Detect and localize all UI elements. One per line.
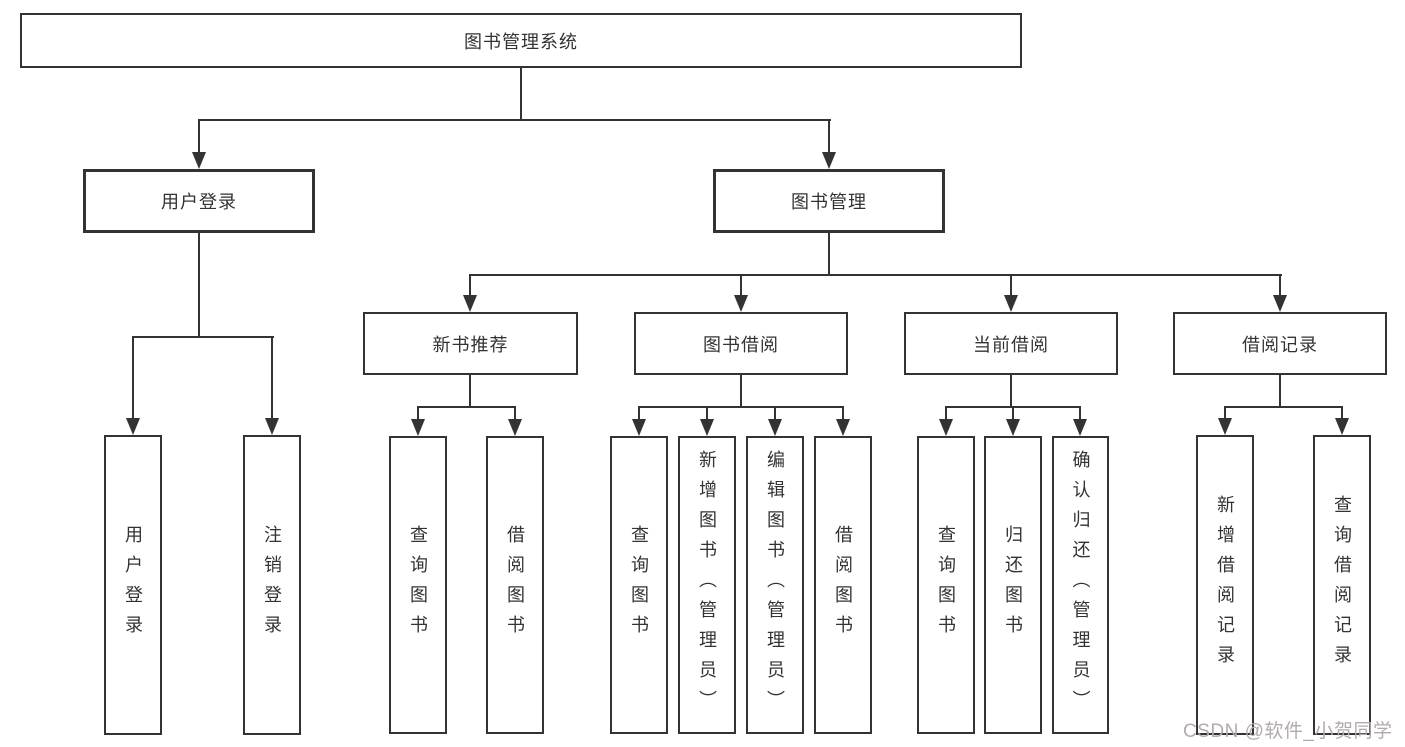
arrow-down-icon xyxy=(734,295,748,312)
arrow-down-icon xyxy=(822,152,836,169)
connector-drop xyxy=(945,408,947,421)
connector-recommend-horizontal xyxy=(417,406,516,408)
node-borrow-records: 借阅记录 xyxy=(1173,312,1387,375)
connector-level2-horizontal xyxy=(198,119,831,121)
node-book-borrow: 图书借阅 xyxy=(634,312,848,375)
leaf-user-login: 用户登录 xyxy=(104,435,162,735)
arrow-down-icon xyxy=(1004,295,1018,312)
arrow-down-icon xyxy=(1335,418,1349,435)
leaf-label: 借阅图书 xyxy=(505,525,525,645)
leaf-label: 查询图书 xyxy=(408,525,428,645)
connector-drop xyxy=(1341,408,1343,420)
arrow-down-icon xyxy=(1006,419,1020,436)
connector-drop-records xyxy=(1279,276,1281,297)
arrow-down-icon xyxy=(463,295,477,312)
connector-user-group-horizontal xyxy=(132,336,274,338)
node-book-management: 图书管理 xyxy=(713,169,945,233)
arrow-down-icon xyxy=(1218,418,1232,435)
node-label: 图书管理 xyxy=(791,192,867,212)
watermark: CSDN @软件_小贺同学 xyxy=(1183,721,1393,742)
leaf-recommend-borrow-books: 借阅图书 xyxy=(486,436,544,734)
connector-recommend-stem xyxy=(469,375,471,407)
node-user-login: 用户登录 xyxy=(83,169,315,233)
leaf-label: 查询图书 xyxy=(936,525,956,645)
connector-level3-horizontal xyxy=(469,274,1282,276)
connector-drop-leaf-login xyxy=(132,338,134,420)
connector-borrow-horizontal xyxy=(638,406,844,408)
connector-drop-recommend xyxy=(469,276,471,297)
leaf-records-query-record: 查询借阅记录 xyxy=(1313,435,1371,735)
leaf-label: 查询借阅记录 xyxy=(1332,495,1352,675)
arrow-down-icon xyxy=(768,419,782,436)
node-label: 图书借阅 xyxy=(703,334,779,355)
connector-drop-current xyxy=(1010,276,1012,297)
arrow-down-icon xyxy=(1073,419,1087,436)
node-label: 图书管理系统 xyxy=(464,31,578,52)
leaf-records-add-record: 新增借阅记录 xyxy=(1196,435,1254,735)
connector-current-stem xyxy=(1010,375,1012,407)
leaf-borrow-edit-books-admin: 编辑图书（管理员） xyxy=(746,436,804,734)
leaf-borrow-borrow-books: 借阅图书 xyxy=(814,436,872,734)
arrow-down-icon xyxy=(508,419,522,436)
leaf-label: 新增借阅记录 xyxy=(1215,495,1235,675)
arrow-down-icon xyxy=(836,419,850,436)
connector-drop xyxy=(842,408,844,421)
leaf-label: 归还图书 xyxy=(1003,525,1023,645)
connector-drop xyxy=(706,408,708,421)
leaf-recommend-query-books: 查询图书 xyxy=(389,436,447,734)
leaf-label: 确认归还（管理员） xyxy=(1070,450,1091,720)
connector-records-stem xyxy=(1279,375,1281,407)
arrow-down-icon xyxy=(700,419,714,436)
node-current-borrow: 当前借阅 xyxy=(904,312,1118,375)
connector-drop xyxy=(1079,408,1081,421)
connector-drop xyxy=(1224,408,1226,420)
leaf-current-query-books: 查询图书 xyxy=(917,436,975,734)
leaf-label: 用户登录 xyxy=(123,525,143,645)
connector-records-horizontal xyxy=(1224,406,1343,408)
connector-borrow-stem xyxy=(740,375,742,407)
arrow-down-icon xyxy=(632,419,646,436)
connector-drop xyxy=(1012,408,1014,421)
arrow-down-icon xyxy=(411,419,425,436)
connector-drop-book-management xyxy=(828,120,830,154)
connector-drop xyxy=(774,408,776,421)
node-new-book-recommend: 新书推荐 xyxy=(363,312,578,375)
connector-drop-leaf-logout xyxy=(271,338,273,420)
leaf-current-confirm-return-admin: 确认归还（管理员） xyxy=(1052,436,1109,734)
connector-drop xyxy=(417,408,419,421)
arrow-down-icon xyxy=(265,418,279,435)
node-system-root: 图书管理系统 xyxy=(20,13,1022,68)
leaf-borrow-query-books: 查询图书 xyxy=(610,436,668,734)
leaf-label: 借阅图书 xyxy=(833,525,853,645)
arrow-down-icon xyxy=(939,419,953,436)
arrow-down-icon xyxy=(1273,295,1287,312)
arrow-down-icon xyxy=(126,418,140,435)
leaf-label: 查询图书 xyxy=(629,525,649,645)
node-label: 借阅记录 xyxy=(1242,334,1318,355)
leaf-label: 编辑图书（管理员） xyxy=(765,450,785,720)
connector-current-horizontal xyxy=(945,406,1081,408)
connector-root-stem xyxy=(520,68,522,120)
node-label: 用户登录 xyxy=(161,192,237,212)
leaf-logout: 注销登录 xyxy=(243,435,301,735)
connector-drop-user-login xyxy=(198,120,200,154)
leaf-label: 新增图书（管理员） xyxy=(697,450,717,720)
connector-user-login-stem xyxy=(198,233,200,337)
connector-drop xyxy=(638,408,640,421)
connector-book-management-stem xyxy=(828,233,830,275)
connector-drop xyxy=(514,408,516,421)
leaf-label: 注销登录 xyxy=(262,525,282,645)
arrow-down-icon xyxy=(192,152,206,169)
leaf-borrow-add-books-admin: 新增图书（管理员） xyxy=(678,436,736,734)
node-label: 新书推荐 xyxy=(432,334,509,355)
node-label: 当前借阅 xyxy=(973,334,1049,355)
leaf-current-return-books: 归还图书 xyxy=(984,436,1042,734)
connector-drop-borrow xyxy=(740,276,742,297)
